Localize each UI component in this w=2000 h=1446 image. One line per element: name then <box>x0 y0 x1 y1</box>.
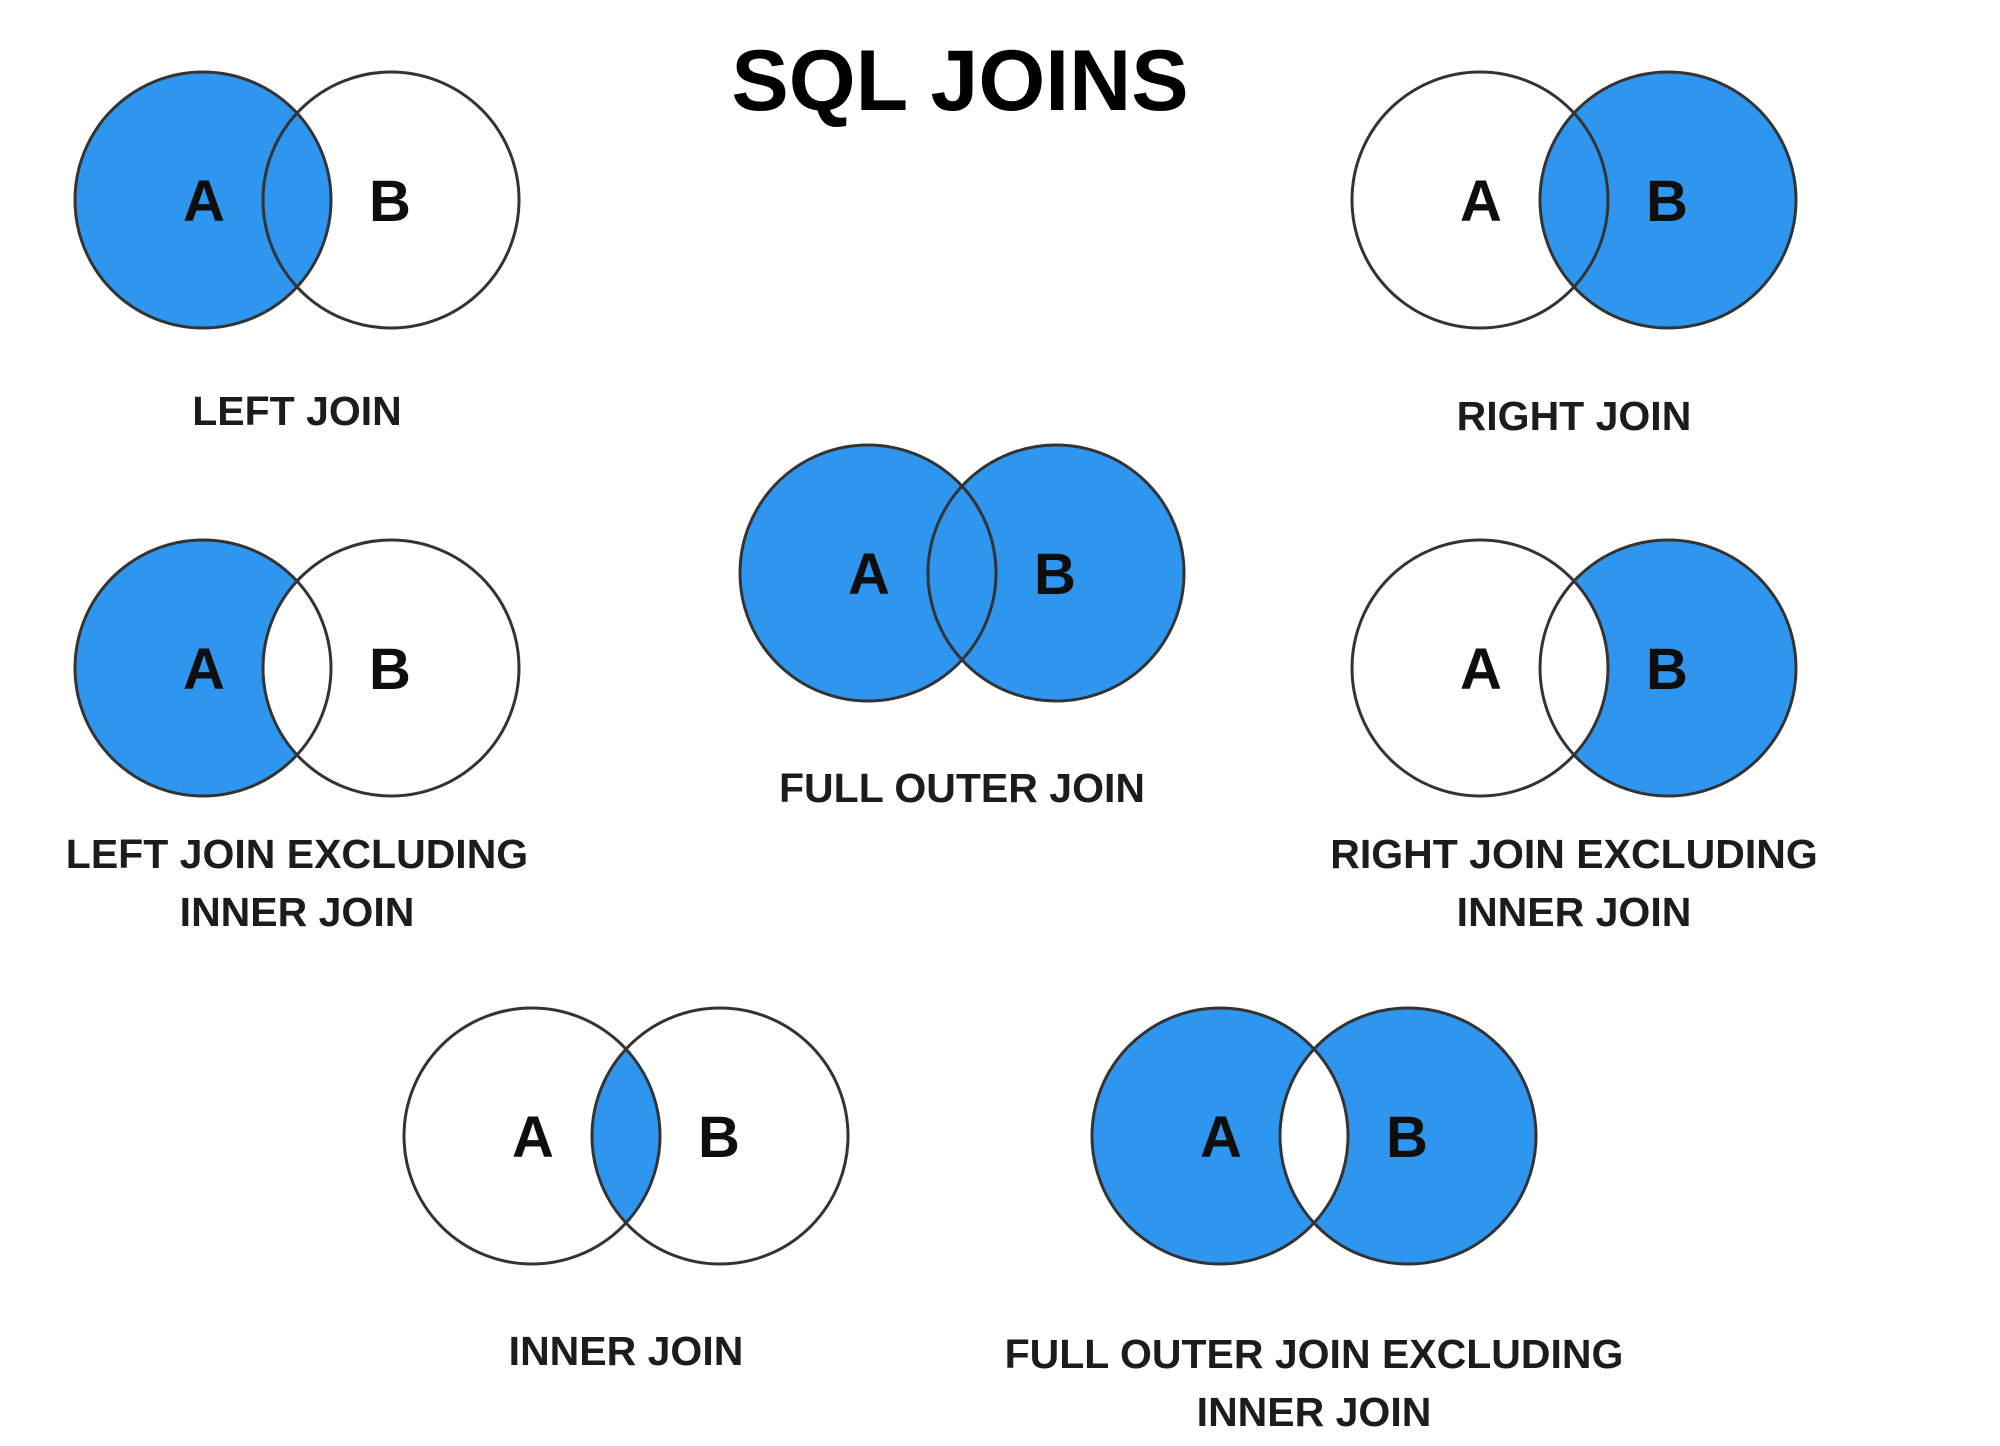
venn-diagrams: A B LEFT JOIN A B RIGHT JOIN A B FULL OUTER JOIN… <box>66 70 1818 1435</box>
page-title: SQL JOINS <box>731 33 1188 129</box>
venn-full-outer-join-excluding-inner-join: A B FULL OUTER JOIN EXCLUDING INNER JOIN <box>1005 1006 1624 1435</box>
circle-a-outline <box>73 538 333 798</box>
circle-a-outline <box>1350 70 1610 330</box>
circle-a-outline <box>73 70 333 330</box>
set-b-label: B <box>1646 637 1688 702</box>
region-intersection <box>1540 113 1608 287</box>
region-b-only <box>962 444 1184 701</box>
caption-right-join-line-1: RIGHT JOIN <box>1457 393 1692 439</box>
region-a-only <box>74 71 297 328</box>
caption-full-outer-join-excluding-inner-join-line-2: INNER JOIN <box>1197 1389 1432 1435</box>
caption-right-join-excluding-inner-join-line-2: INNER JOIN <box>1457 889 1692 935</box>
set-a-label: A <box>183 169 225 234</box>
region-b-only <box>1314 1008 1536 1264</box>
set-a-label: A <box>1200 1105 1242 1170</box>
set-b-label: B <box>369 637 411 702</box>
venn-right-join: A B RIGHT JOIN <box>1350 70 1798 439</box>
set-a-label: A <box>183 637 225 702</box>
caption-right-join-excluding-inner-join-line-1: RIGHT JOIN EXCLUDING <box>1330 831 1817 877</box>
region-intersection <box>262 113 331 287</box>
region-intersection <box>592 1049 661 1223</box>
region-a-only <box>74 540 297 796</box>
circle-b-outline <box>1538 70 1798 330</box>
circle-b-outline <box>1538 538 1798 798</box>
circle-b-outline <box>261 538 521 798</box>
venn-inner-join: A B INNER JOIN <box>402 1006 850 1374</box>
set-b-label: B <box>1386 1105 1428 1170</box>
region-intersection <box>928 486 996 660</box>
caption-full-outer-join-excluding-inner-join-line-1: FULL OUTER JOIN EXCLUDING <box>1005 1331 1624 1377</box>
circle-a-outline <box>1090 1006 1350 1266</box>
circle-a-outline <box>402 1006 662 1266</box>
circle-b-outline <box>926 443 1186 703</box>
set-b-label: B <box>1034 542 1076 607</box>
venn-full-outer-join: A B FULL OUTER JOIN <box>738 443 1186 811</box>
circle-b-outline <box>590 1006 850 1266</box>
circle-b-outline <box>261 70 521 330</box>
set-b-label: B <box>369 169 411 234</box>
set-b-label: B <box>1646 169 1688 234</box>
circle-b-outline <box>1278 1006 1538 1266</box>
set-a-label: A <box>1460 637 1502 702</box>
circle-a-outline <box>738 443 998 703</box>
caption-left-join-excluding-inner-join-line-1: LEFT JOIN EXCLUDING <box>66 831 528 877</box>
caption-left-join-line-1: LEFT JOIN <box>192 388 402 434</box>
venn-left-join: A B LEFT JOIN <box>73 70 521 434</box>
circle-a-outline <box>1350 538 1610 798</box>
caption-full-outer-join-line-1: FULL OUTER JOIN <box>779 765 1145 811</box>
set-a-label: A <box>848 542 890 607</box>
region-a-only <box>739 444 962 701</box>
caption-left-join-excluding-inner-join-line-2: INNER JOIN <box>180 889 415 935</box>
caption-inner-join-line-1: INNER JOIN <box>509 1328 744 1374</box>
region-b-only <box>1574 72 1797 328</box>
region-a-only <box>1092 1008 1314 1264</box>
venn-right-join-excluding-inner-join: A B RIGHT JOIN EXCLUDING INNER JOIN <box>1330 538 1818 935</box>
set-a-label: A <box>1460 169 1502 234</box>
venn-left-join-excluding-inner-join: A B LEFT JOIN EXCLUDING INNER JOIN <box>66 538 528 935</box>
set-b-label: B <box>698 1105 740 1170</box>
set-a-label: A <box>512 1105 554 1170</box>
region-b-only <box>1574 540 1796 796</box>
